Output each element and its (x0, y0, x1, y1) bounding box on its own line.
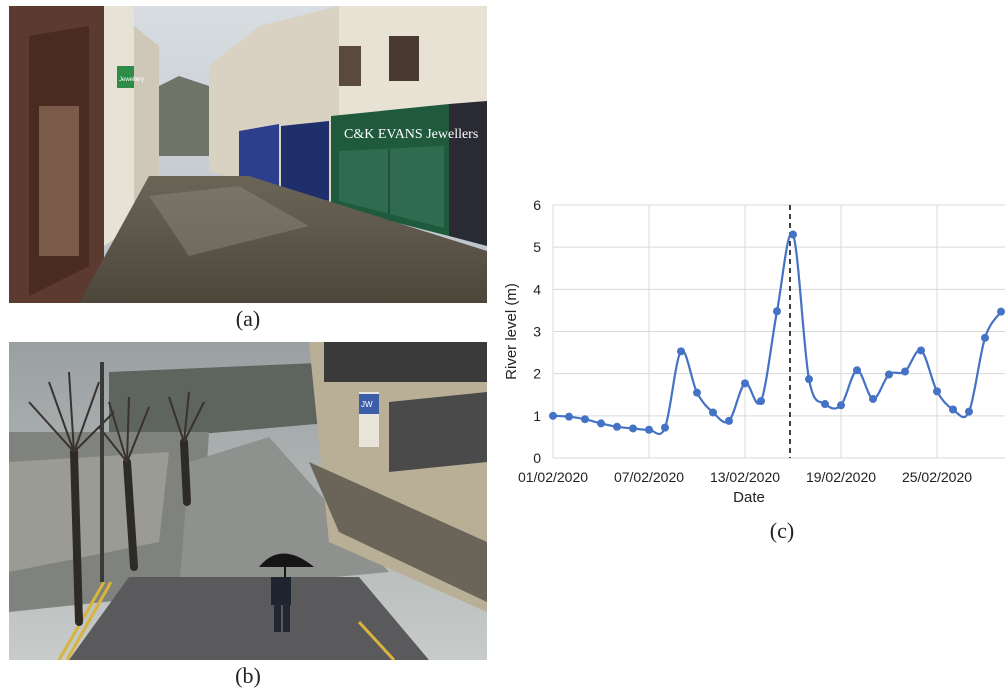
y-tick-label: 6 (533, 197, 541, 213)
axes: 0 1 2 3 4 5 6 01/02/2020 07/02/2020 13/02/2020 19/… (518, 197, 972, 485)
data-point (773, 307, 781, 316)
notice-sign: JW (361, 400, 373, 409)
photo-flooded-street: C&K EVANS Jewellers Jewellery (9, 6, 487, 303)
x-axis-title: Date (733, 489, 765, 506)
x-tick-label: 07/02/2020 (614, 469, 684, 485)
data-point (549, 411, 557, 420)
data-point (917, 346, 925, 355)
data-point (789, 230, 797, 239)
caption-a: (a) (235, 306, 261, 331)
data-point (581, 415, 589, 424)
y-tick-label: 2 (533, 366, 541, 382)
data-point (821, 400, 829, 409)
data-point (645, 425, 653, 434)
series (549, 205, 1005, 458)
y-tick-label: 4 (533, 281, 541, 297)
caption-b: (b) (235, 663, 261, 688)
data-point (965, 407, 973, 416)
data-point (565, 412, 573, 421)
data-point (693, 388, 701, 397)
x-tick-label: 13/02/2020 (710, 469, 780, 485)
side-sign: Jewellery (119, 77, 144, 83)
data-point (869, 394, 877, 403)
caption-c: (c) (769, 518, 795, 543)
river-level-line (552, 232, 1002, 436)
river-level-chart: 0 1 2 3 4 5 6 01/02/2020 07/02/2020 13/02/2020 19/… (503, 197, 1005, 506)
grid (552, 204, 1005, 459)
data-point (901, 367, 909, 376)
data-point (949, 405, 957, 414)
data-point (933, 387, 941, 396)
y-tick-label: 1 (533, 408, 541, 424)
x-tick-label: 19/02/2020 (806, 469, 876, 485)
x-tick-label: 01/02/2020 (518, 469, 588, 485)
data-point (725, 416, 733, 425)
data-point (997, 307, 1005, 316)
data-point (757, 397, 765, 406)
data-point (741, 379, 749, 388)
y-axis-title: River level (m) (503, 283, 520, 380)
data-point (709, 408, 717, 417)
data-point (805, 375, 813, 384)
y-tick-label: 0 (533, 450, 541, 466)
data-point (981, 333, 989, 342)
data-point (661, 423, 669, 432)
data-point (837, 401, 845, 410)
data-point (853, 366, 861, 375)
data-point (885, 370, 893, 379)
y-tick-label: 3 (533, 324, 541, 340)
data-point (677, 347, 685, 356)
x-tick-label: 25/02/2020 (902, 469, 972, 485)
data-point (629, 424, 637, 433)
shop-sign: C&K EVANS Jewellers (344, 127, 478, 142)
photo-flooded-path: JW (9, 342, 487, 660)
y-tick-label: 5 (533, 239, 541, 255)
data-point (613, 422, 621, 431)
data-point (597, 419, 605, 428)
